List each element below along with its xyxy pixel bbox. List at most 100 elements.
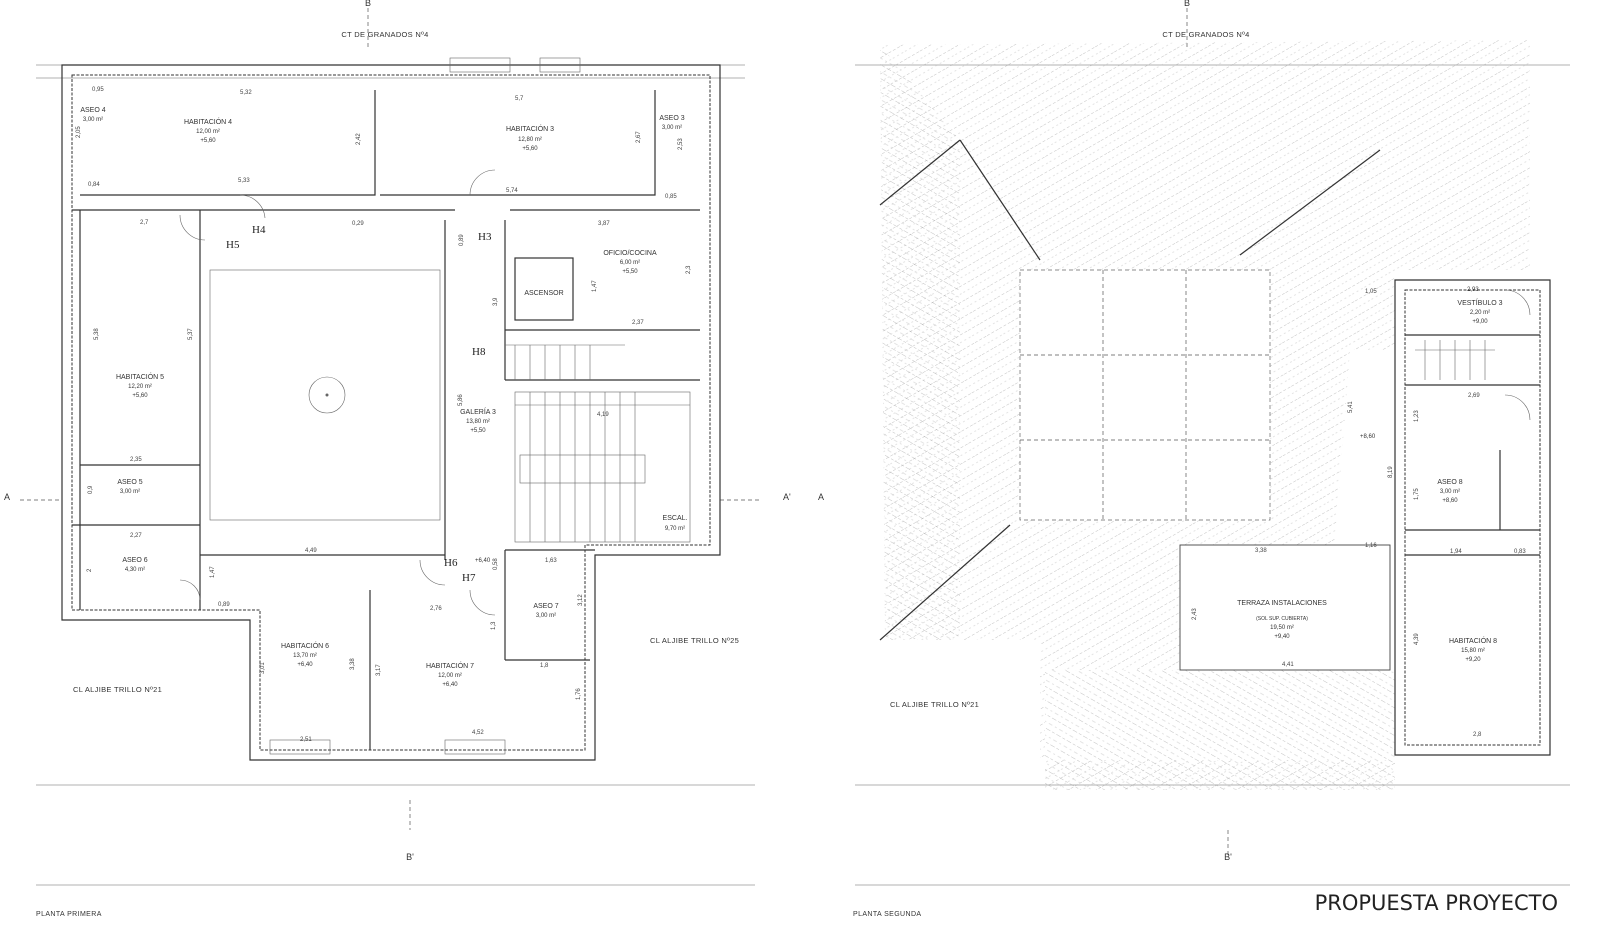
dimension: 2 xyxy=(87,568,93,572)
dimension: 1,05 xyxy=(1365,289,1377,295)
svg-text:+9,40: +9,40 xyxy=(1274,634,1290,640)
svg-text:+5,60: +5,60 xyxy=(522,146,538,152)
room-habitacion-8: HABITACIÓN 8 15,80 m² +9,20 xyxy=(1449,636,1497,663)
section-label-b-prime: B' xyxy=(406,852,414,862)
door-arc-h6 xyxy=(419,559,446,586)
patio-fountain-center xyxy=(325,393,329,397)
street-label-bottom-left-2: CL ALJIBE TRILLO Nº21 xyxy=(890,700,979,709)
dimension: 3,38 xyxy=(350,658,356,670)
street-label-bottom-left: CL ALJIBE TRILLO Nº21 xyxy=(73,685,162,694)
dimension: 3,17 xyxy=(376,664,382,676)
dimension: 2,76 xyxy=(430,606,442,612)
dimension: 0,85 xyxy=(665,194,677,200)
svg-text:HABITACIÓN 7: HABITACIÓN 7 xyxy=(426,661,474,670)
room-oficio-cocina: OFICIO/COCINA 6,00 m² +5,50 xyxy=(603,250,657,275)
section-label-a-2: A xyxy=(818,492,824,502)
plan-planta-segunda: CT DE GRANADOS Nº4 CL ALJIBE TRILLO Nº21… xyxy=(818,0,1570,918)
marker-h5: H5 xyxy=(226,239,240,251)
dimension: 3,12 xyxy=(578,594,584,606)
dimension: 5,32 xyxy=(240,90,252,96)
svg-text:TERRAZA INSTALACIONES: TERRAZA INSTALACIONES xyxy=(1237,600,1327,607)
door-arc-hab4 xyxy=(239,194,266,219)
svg-text:+6,40: +6,40 xyxy=(297,662,313,668)
dimension: 4,39 xyxy=(1414,633,1420,645)
room-escalera: ESCAL. 9,70 m² xyxy=(663,515,688,532)
dimensions-planta-primera: 0,95 5,32 5,7 2,42 2,05 0,84 5,33 2,67 2… xyxy=(76,87,692,743)
dimension: 5,38 xyxy=(94,328,100,340)
room-habitacion-6: HABITACIÓN 6 13,70 m² +6,40 xyxy=(281,641,329,668)
svg-text:GALERÍA 3: GALERÍA 3 xyxy=(460,407,496,416)
room-habitacion-5: HABITACIÓN 5 12,20 m² +5,60 xyxy=(116,372,164,399)
dimension: 5,86 xyxy=(458,394,464,406)
upper-floor-partitions xyxy=(1405,334,1540,556)
dimension: 2,05 xyxy=(76,126,82,138)
svg-text:(SOL SUP. CUBIERTA): (SOL SUP. CUBIERTA) xyxy=(1256,616,1308,622)
dimension: 1,23 xyxy=(1414,410,1420,422)
dimension: 5,74 xyxy=(506,188,518,194)
svg-text:+5,60: +5,60 xyxy=(200,138,216,144)
dimension: 1,75 xyxy=(1414,488,1420,500)
door-arc-upper xyxy=(1504,394,1531,421)
project-title: PROPUESTA PROYECTO xyxy=(1315,891,1558,915)
dimension: 0,58 xyxy=(493,558,499,570)
marker-h4: H4 xyxy=(252,224,266,236)
svg-text:ASEO 8: ASEO 8 xyxy=(1437,479,1462,486)
svg-text:2,20 m²: 2,20 m² xyxy=(1470,310,1490,316)
dimension: 2,67 xyxy=(636,131,642,143)
dimension: 2,51 xyxy=(300,737,312,743)
svg-text:3,00 m²: 3,00 m² xyxy=(662,125,682,131)
dimension: 4,49 xyxy=(305,548,317,554)
dimension: 0,89 xyxy=(218,602,230,608)
central-patio xyxy=(209,269,441,521)
dimension: 2,42 xyxy=(356,133,362,145)
patio-void xyxy=(1019,269,1271,521)
dimension: 2,43 xyxy=(1192,608,1198,620)
svg-text:ASEO 6: ASEO 6 xyxy=(122,557,147,564)
section-label-a: A xyxy=(4,492,10,502)
svg-text:12,00 m²: 12,00 m² xyxy=(438,673,462,679)
level-mark-h6: +6,40 xyxy=(475,558,491,564)
section-label-b-prime-2: B' xyxy=(1224,852,1232,862)
svg-text:12,00 m²: 12,00 m² xyxy=(196,129,220,135)
room-aseo-7: ASEO 7 3,00 m² xyxy=(533,603,558,619)
dimension: 1,16 xyxy=(1365,543,1377,549)
plan-title-segunda: PLANTA SEGUNDA xyxy=(853,911,922,918)
outer-wall xyxy=(61,64,721,761)
svg-text:+5,50: +5,50 xyxy=(622,269,638,275)
room-aseo-6: ASEO 6 4,30 m² xyxy=(122,557,147,573)
room-galeria-3: GALERÍA 3 13,80 m² +5,50 xyxy=(460,407,496,434)
svg-text:+5,60: +5,60 xyxy=(132,393,148,399)
dimension: 2,69 xyxy=(1468,393,1480,399)
roof-hatch-bottom xyxy=(1045,670,1395,790)
svg-text:15,80 m²: 15,80 m² xyxy=(1461,648,1485,654)
dimensions-planta-segunda: 1,05 2,93 2,69 1,23 5,41 8,19 1,75 3,38 … xyxy=(1192,287,1526,738)
svg-text:HABITACIÓN 8: HABITACIÓN 8 xyxy=(1449,636,1497,645)
upper-stair xyxy=(1415,340,1495,380)
roof-ridge-right xyxy=(1239,149,1381,256)
street-label-top-2: CT DE GRANADOS Nº4 xyxy=(1162,30,1249,39)
svg-text:3,00 m²: 3,00 m² xyxy=(120,489,140,495)
marker-h6: H6 xyxy=(444,557,458,569)
street-label-right: CL ALJIBE TRILLO Nº25 xyxy=(650,636,739,645)
svg-text:HABITACIÓN 3: HABITACIÓN 3 xyxy=(506,124,554,133)
door-arc-aseo6 xyxy=(179,579,201,601)
svg-text:3,00 m²: 3,00 m² xyxy=(1440,489,1460,495)
door-arc-hab3 xyxy=(469,169,496,196)
room-habitacion-7: HABITACIÓN 7 12,00 m² +6,40 xyxy=(426,661,474,688)
upper-floor-outer-wall xyxy=(1394,279,1551,756)
dimension: 1,3 xyxy=(491,621,497,630)
svg-text:ASEO 5: ASEO 5 xyxy=(117,479,142,486)
terraza-area xyxy=(1179,544,1391,671)
dimension: 2,93 xyxy=(1467,287,1479,293)
section-label-a-prime: A' xyxy=(783,492,791,502)
dimension: 8,19 xyxy=(1388,466,1394,478)
dimension: 0,83 xyxy=(1514,549,1526,555)
dimension: 3,87 xyxy=(598,221,610,227)
svg-text:ASEO 4: ASEO 4 xyxy=(80,107,105,114)
plan-planta-primera: CT DE GRANADOS Nº4 CL ALJIBE TRILLO Nº21… xyxy=(4,0,791,918)
dimension: 1,63 xyxy=(545,558,557,564)
dimension: 2,37 xyxy=(632,320,644,326)
dimension: 2,7 xyxy=(140,220,149,226)
dimension: 2,8 xyxy=(1473,732,1482,738)
window-top-1 xyxy=(449,57,511,73)
